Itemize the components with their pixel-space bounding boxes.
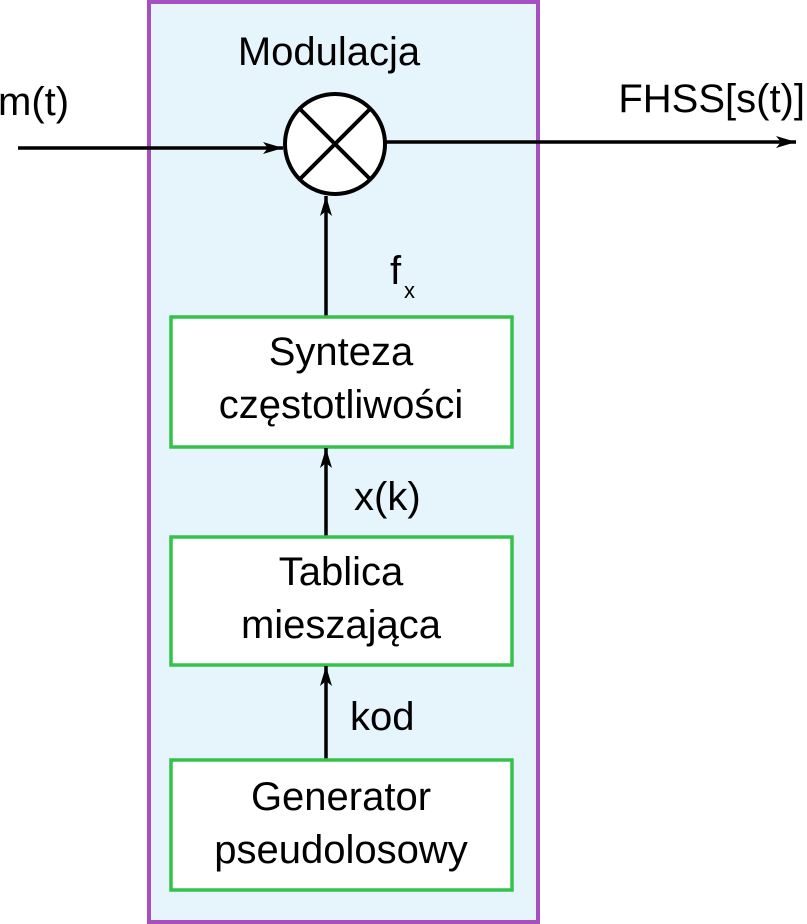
output-label: FHSS[s(t)] — [618, 77, 805, 121]
freq-label-subscript: x — [404, 278, 415, 303]
synthesizer-block — [169, 315, 514, 449]
mixing-table-block — [169, 535, 514, 667]
generator-to-table-label: kod — [350, 695, 415, 739]
freq-label: f — [390, 249, 402, 293]
multiplier-icon — [283, 92, 387, 196]
modulation-title: Modulacja — [238, 30, 421, 74]
generator-line1: Generator — [251, 775, 431, 819]
generator-block — [169, 758, 514, 892]
table-to-synth-label: x(k) — [354, 475, 421, 519]
mixing-table-line2: mieszająca — [241, 603, 442, 647]
mixing-table-line1: Tablica — [279, 550, 404, 594]
freq-label-main: f — [390, 249, 402, 293]
input-label: m(t) — [0, 80, 69, 124]
synthesizer-line1: Synteza — [269, 330, 414, 374]
synthesizer-line2: częstotliwości — [219, 383, 464, 427]
generator-line2: pseudolosowy — [214, 828, 468, 872]
